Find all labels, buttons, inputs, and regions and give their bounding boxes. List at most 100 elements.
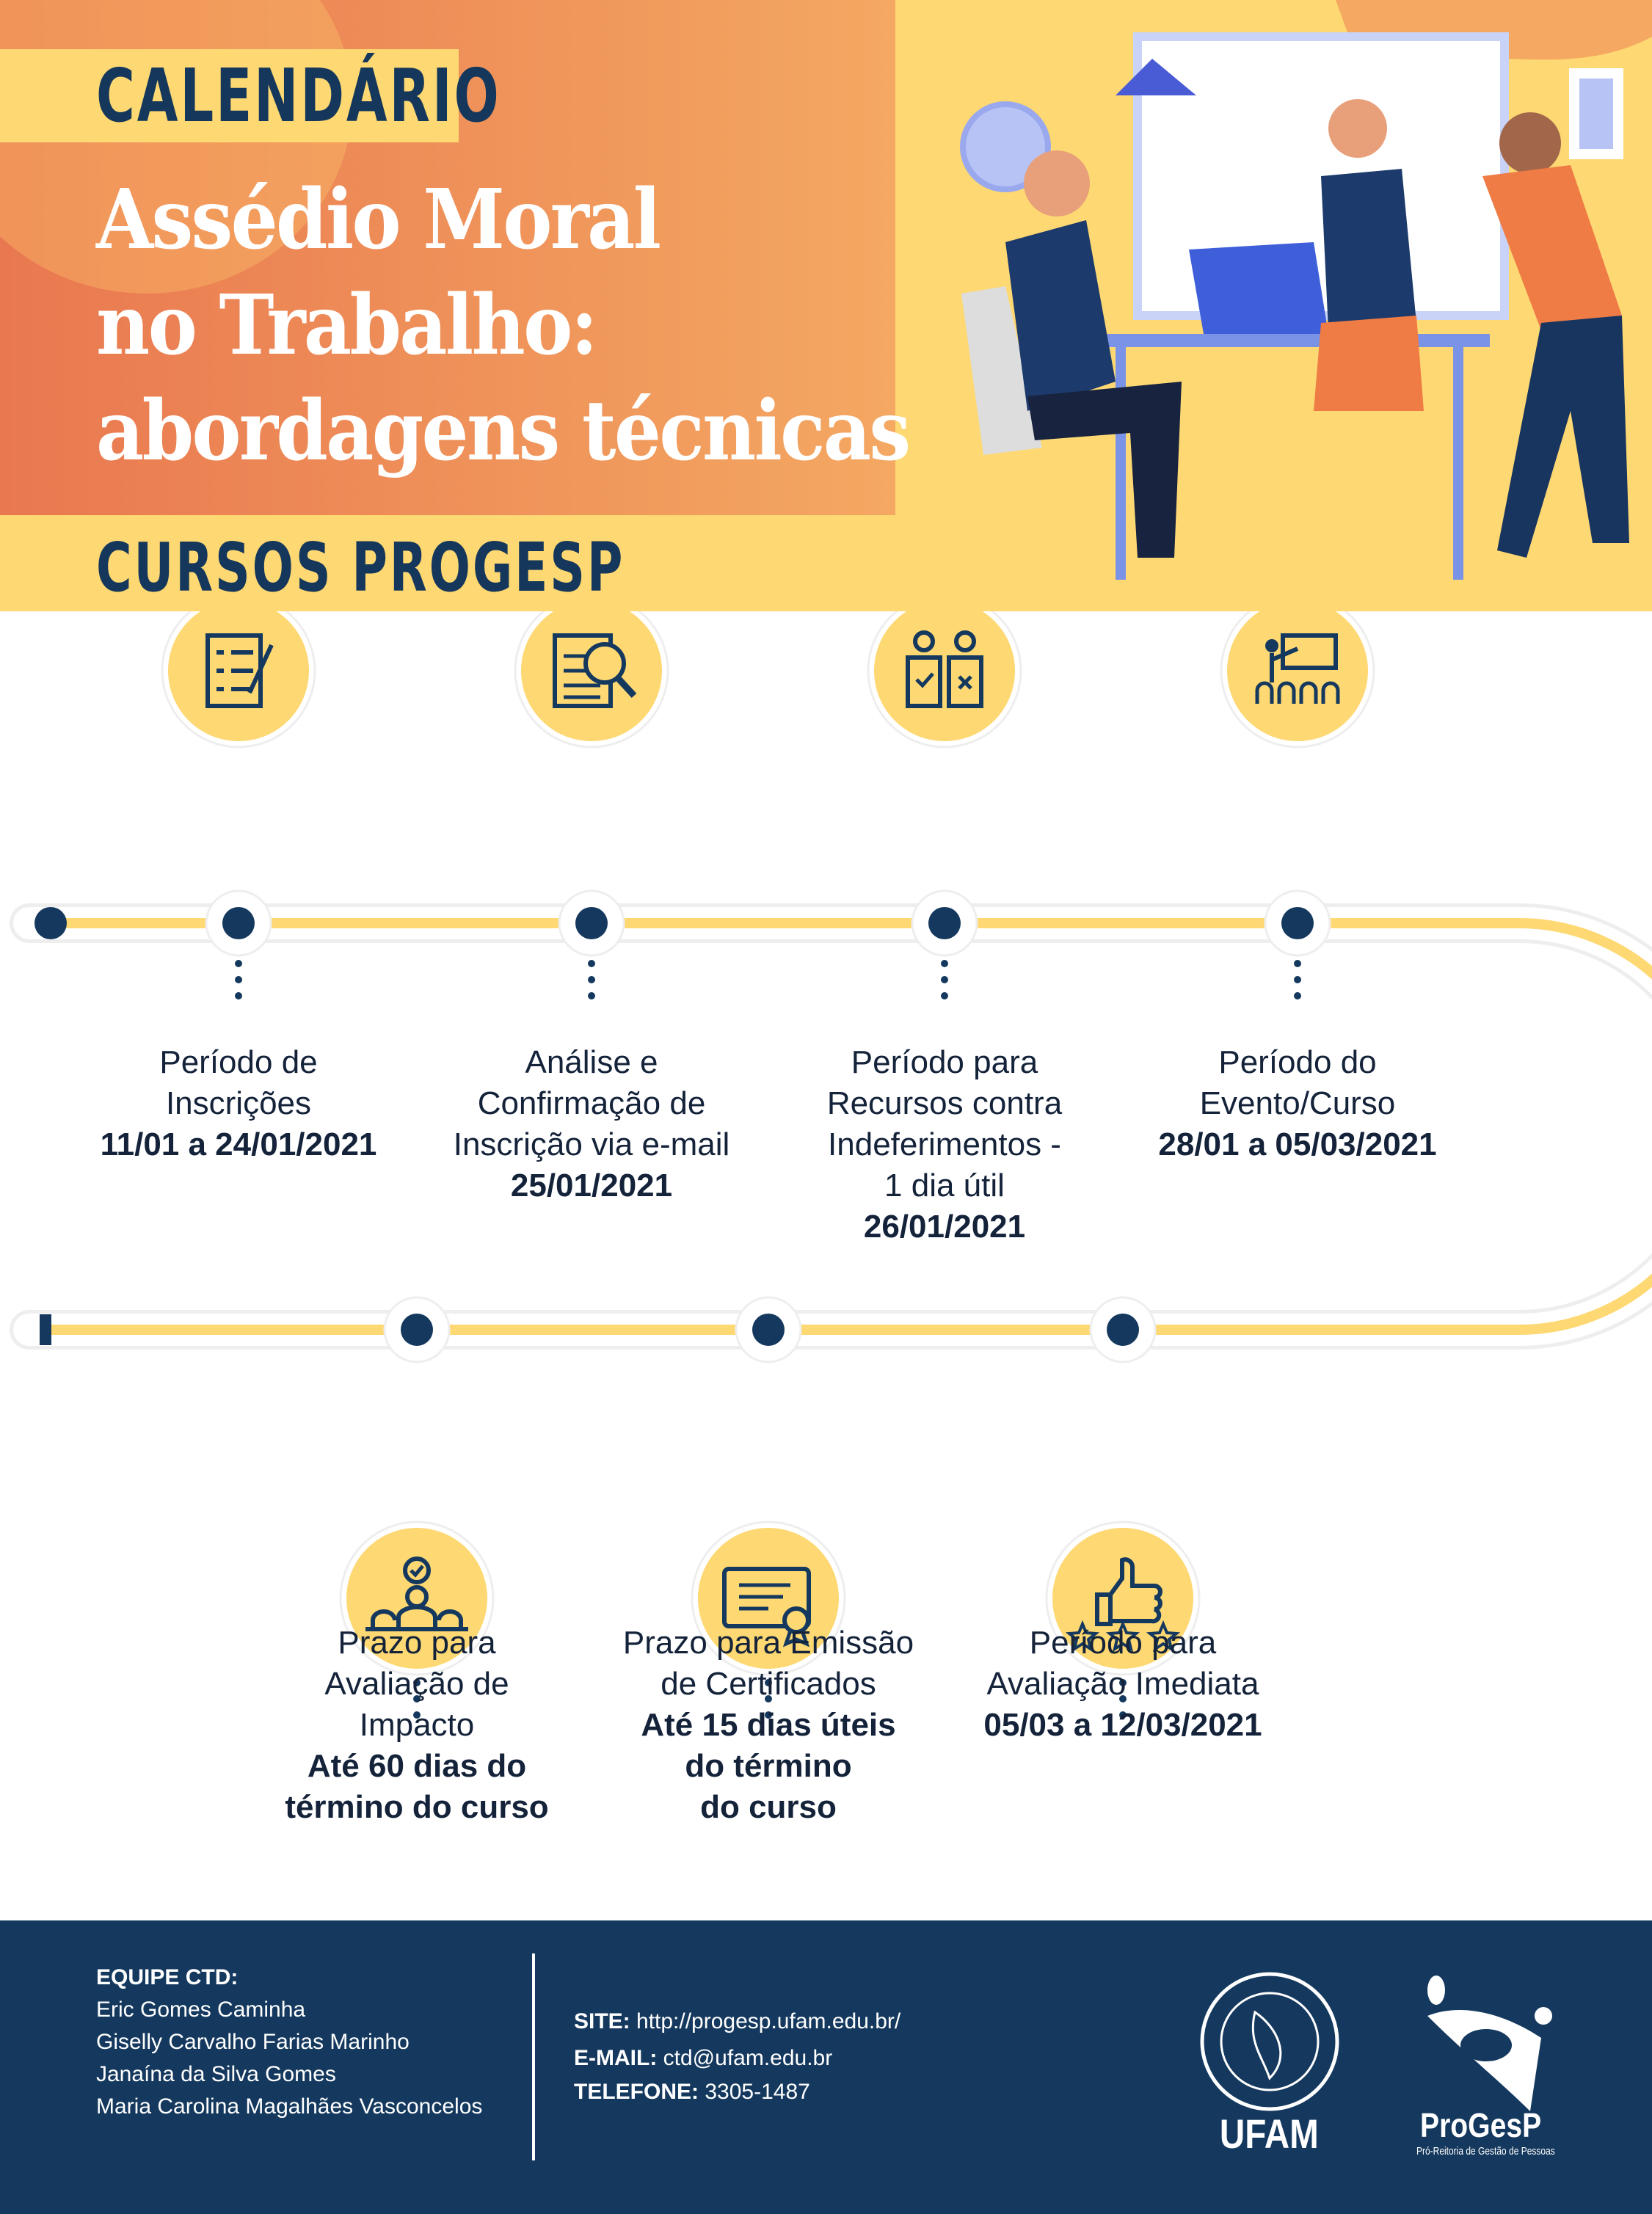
- dotted-connector: [235, 960, 242, 967]
- timeline-dot: [1281, 907, 1314, 939]
- node-connector: [395, 1330, 439, 1554]
- title-line: no Trabalho:: [96, 277, 598, 374]
- timeline-node: [161, 611, 316, 957]
- dotted-connector: [235, 992, 242, 999]
- team-member: Giselly Carvalho Farias Marinho: [96, 2030, 410, 2054]
- ufam-label: UFAM: [1219, 2111, 1319, 2157]
- dotted-connector: [765, 1695, 772, 1703]
- footer: EQUIPE CTD: Eric Gomes Caminha Giselly C…: [0, 1920, 1652, 2214]
- timeline-dot: [401, 1314, 433, 1346]
- step-label: Inscrições: [165, 1085, 312, 1121]
- dotted-connector: [941, 960, 948, 967]
- site-link[interactable]: http://progesp.ufam.edu.br/: [636, 2009, 901, 2033]
- dotted-connector: [941, 976, 948, 983]
- dotted-connector: [1119, 1711, 1127, 1719]
- ufam-seal-logo: [1200, 1972, 1339, 2111]
- timeline-node: [1045, 1296, 1201, 1676]
- dotted-connector: [765, 1679, 772, 1686]
- footer-divider: [532, 1953, 535, 2160]
- step-label: Prazo para Emissão: [622, 1625, 914, 1661]
- team-title: EQUIPE CTD:: [96, 1965, 239, 1989]
- step-label: Impacto: [359, 1707, 475, 1743]
- timeline-end-marker: [40, 1314, 51, 1345]
- step-label: Prazo para: [338, 1625, 496, 1661]
- dotted-connector: [941, 992, 948, 999]
- timeline-node: [1220, 611, 1375, 957]
- checklist-icon: [205, 633, 274, 708]
- node-connector: [1101, 1330, 1145, 1554]
- header-banner: CALENDÁRIO Assédio Moral no Trabalho: ab…: [0, 0, 1652, 611]
- step-label: Período para: [1029, 1625, 1217, 1661]
- kicker-box: [0, 49, 459, 142]
- timeline-dot: [752, 1314, 785, 1346]
- timeline-dot: [928, 907, 961, 939]
- office-illustration: [895, 0, 1652, 580]
- title-line: abordagens técnicas: [96, 383, 911, 479]
- node-connector: [216, 715, 261, 923]
- document-search-icon: [553, 633, 637, 708]
- step-label: Período de: [159, 1044, 318, 1080]
- timeline-track: [46, 918, 1652, 1335]
- email-label: E-MAIL:: [574, 2046, 658, 2070]
- kicker: CALENDÁRIO: [96, 53, 501, 139]
- step-label: Indeferimentos -: [828, 1126, 1061, 1162]
- phone-line: TELEFONE: 3305-1487: [574, 2076, 810, 2108]
- dotted-connector: [588, 960, 595, 967]
- email-link[interactable]: ctd@ufam.edu.br: [663, 2046, 833, 2070]
- step-label: Período para: [851, 1044, 1038, 1080]
- icon-badge: [168, 611, 309, 741]
- certificate-icon: [722, 1567, 811, 1647]
- step-date: 25/01/2021: [510, 1168, 673, 1204]
- step-date: 05/03 a 12/03/2021: [983, 1707, 1262, 1743]
- presentation-icon: [1255, 633, 1340, 704]
- step-label: 1 dia útil: [884, 1168, 1005, 1204]
- timeline: [10, 611, 1652, 1719]
- node-connector: [746, 1330, 790, 1554]
- team-member: Janaína da Silva Gomes: [96, 2062, 336, 2086]
- dotted-connector: [588, 976, 595, 983]
- title-line: Assédio Moral: [96, 172, 661, 268]
- timeline-node: [514, 611, 669, 957]
- step-label: Recursos contra: [826, 1085, 1063, 1121]
- step-date: Até 60 dias do: [307, 1748, 527, 1784]
- timeline-node: [867, 611, 1022, 957]
- team-member: Maria Carolina Magalhães Vasconcelos: [96, 2094, 483, 2119]
- dotted-connector: [765, 1711, 772, 1719]
- step-label: Confirmação de: [477, 1085, 706, 1121]
- progesp-label: ProGesP: [1420, 2106, 1542, 2144]
- dotted-connector: [1119, 1679, 1127, 1686]
- timeline-start-dot: [34, 907, 67, 939]
- ballot-boxes-icon: [906, 630, 983, 708]
- page-title: Assédio Moral no Trabalho: abordagens té…: [96, 167, 911, 484]
- timeline-node: [339, 1296, 495, 1676]
- step-label: Análise e: [525, 1044, 658, 1080]
- site-line: SITE: http://progesp.ufam.edu.br/: [574, 2006, 900, 2038]
- icon-badge: [874, 611, 1015, 741]
- team-check-icon: [365, 1556, 468, 1631]
- icon-badge: [1227, 611, 1368, 741]
- team-member: Eric Gomes Caminha: [96, 1998, 306, 2022]
- step-label: Período do: [1218, 1044, 1377, 1080]
- timeline-dot: [575, 907, 608, 939]
- subtitle: CURSOS PROGESP: [96, 528, 625, 607]
- timeline-dot: [222, 907, 255, 939]
- step-date: 28/01 a 05/03/2021: [1158, 1126, 1437, 1162]
- step-date: 11/01 a 24/01/2021: [100, 1126, 377, 1162]
- progesp-logo: [1427, 1976, 1552, 2111]
- node-connector: [923, 715, 967, 923]
- step-label: de Certificados: [661, 1666, 876, 1702]
- node-connector: [570, 715, 614, 923]
- phone-label: TELEFONE:: [574, 2080, 699, 2104]
- step-label: Avaliação Imediata: [986, 1666, 1259, 1702]
- phone-value: 3305-1487: [705, 2080, 810, 2104]
- dotted-connector: [588, 992, 595, 999]
- step-date: do curso: [700, 1789, 837, 1825]
- node-connector: [1276, 715, 1320, 923]
- dotted-connector: [1119, 1695, 1127, 1703]
